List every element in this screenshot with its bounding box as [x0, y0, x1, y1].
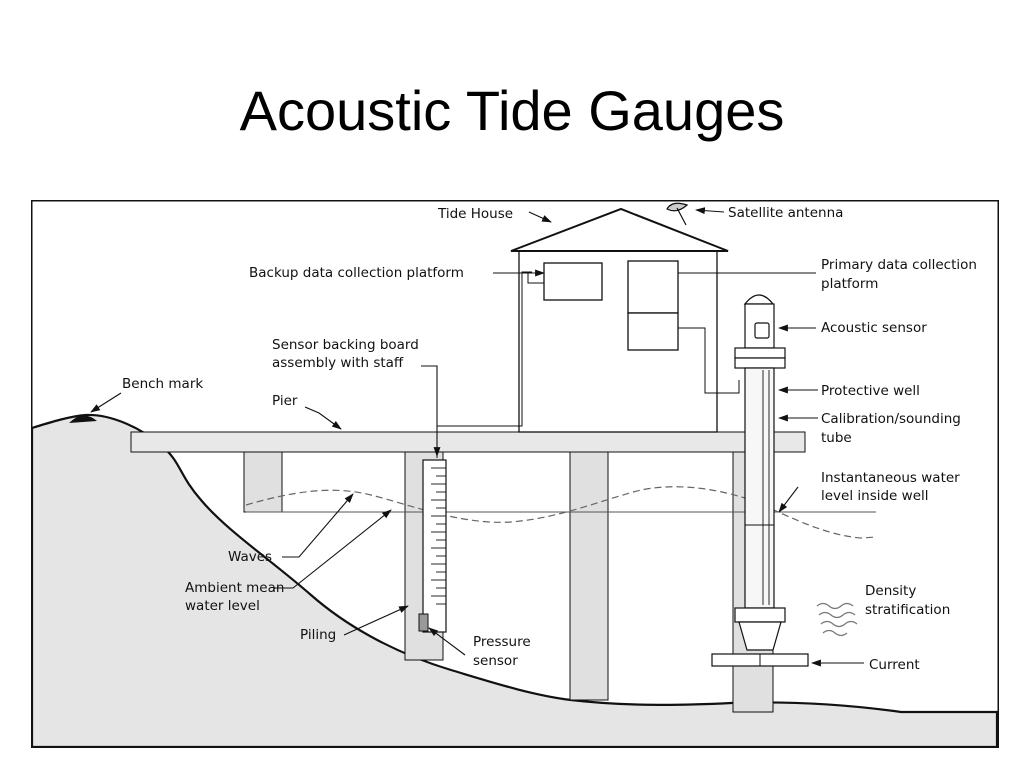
- label-density-1: Density: [865, 583, 916, 599]
- well-base-bell: [738, 621, 782, 651]
- density-stratification-lines: [816, 602, 858, 637]
- label-tide-house: Tide House: [437, 206, 513, 222]
- well-flange-upper: [734, 347, 786, 359]
- tide-gauge-diagram: Tide House Satellite antenna Backup data…: [31, 200, 999, 748]
- pressure-sensor-unit: [418, 613, 429, 632]
- piling: [569, 451, 609, 701]
- primary-dcp-box: [627, 260, 679, 314]
- label-ambient-1: Ambient mean: [185, 580, 284, 596]
- label-calibration-1: Calibration/sounding: [821, 411, 961, 427]
- piling: [243, 451, 283, 513]
- label-primary-platform-1: Primary data collection: [821, 257, 977, 273]
- well-flange-lower: [734, 357, 786, 369]
- pier-deck: [130, 431, 806, 453]
- label-ambient-2: water level: [185, 598, 260, 614]
- primary-dcp-box-lower: [627, 312, 679, 351]
- cable: [678, 327, 740, 394]
- label-calibration-2: tube: [821, 430, 852, 446]
- staff-scale-ticks: [431, 467, 446, 605]
- label-sensor-board-1: Sensor backing board: [272, 337, 419, 353]
- label-density-2: stratification: [865, 602, 950, 618]
- label-current: Current: [869, 657, 920, 673]
- label-pressure-2: sensor: [473, 653, 518, 669]
- acoustic-sensor-unit: [754, 322, 770, 339]
- bench-mark: [69, 415, 97, 423]
- label-instant-level-2: level inside well: [821, 488, 929, 504]
- label-instant-level-1: Instantaneous water: [821, 470, 960, 486]
- label-acoustic-sensor: Acoustic sensor: [821, 320, 927, 336]
- slide-title: Acoustic Tide Gauges: [239, 79, 785, 142]
- label-bench-mark: Bench mark: [122, 376, 203, 392]
- label-piling: Piling: [300, 627, 336, 643]
- well-base-flange: [734, 607, 786, 623]
- protective-well: [744, 367, 775, 609]
- label-waves: Waves: [228, 549, 272, 565]
- cable: [527, 272, 544, 284]
- backup-dcp-box: [543, 262, 603, 301]
- label-satellite-antenna: Satellite antenna: [728, 205, 843, 221]
- label-pressure-1: Pressure: [473, 634, 531, 650]
- label-backup-platform: Backup data collection platform: [249, 265, 464, 281]
- label-sensor-board-2: assembly with staff: [272, 355, 404, 371]
- label-pier: Pier: [272, 393, 298, 409]
- sensor-staff-board: [422, 459, 447, 633]
- satellite-antenna: [666, 202, 689, 212]
- label-primary-platform-2: platform: [821, 276, 878, 292]
- label-protective-well: Protective well: [821, 383, 920, 399]
